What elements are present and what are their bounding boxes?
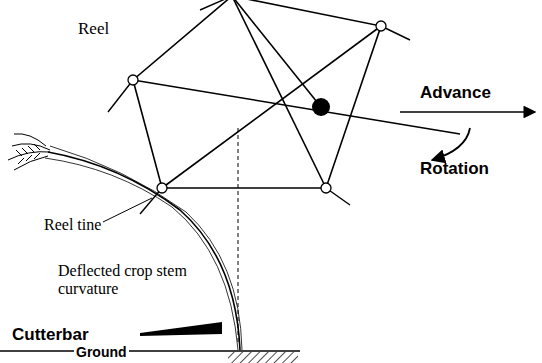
reel-hub	[312, 98, 330, 116]
rotation-arrow	[432, 128, 470, 160]
motion-label: Rotation	[420, 160, 489, 179]
leader-line	[103, 198, 152, 222]
reel-frame	[133, 0, 460, 188]
wheat-head	[8, 134, 50, 170]
advance-arrow	[400, 111, 535, 113]
part-label: Reel	[78, 20, 109, 39]
cutterbar-shape	[140, 322, 222, 336]
ground-line	[0, 350, 300, 351]
part-label: Reel tine	[44, 216, 101, 234]
part-label: Deflected crop stem curvature	[58, 262, 208, 297]
crop-stem	[45, 146, 242, 350]
reel-bats	[128, 21, 386, 193]
motion-label: Advance	[420, 84, 491, 103]
part-label: Cutterbar	[12, 326, 89, 345]
reel-tines	[108, 0, 410, 214]
ground-hatch	[228, 352, 298, 363]
part-label: Ground	[74, 345, 129, 360]
